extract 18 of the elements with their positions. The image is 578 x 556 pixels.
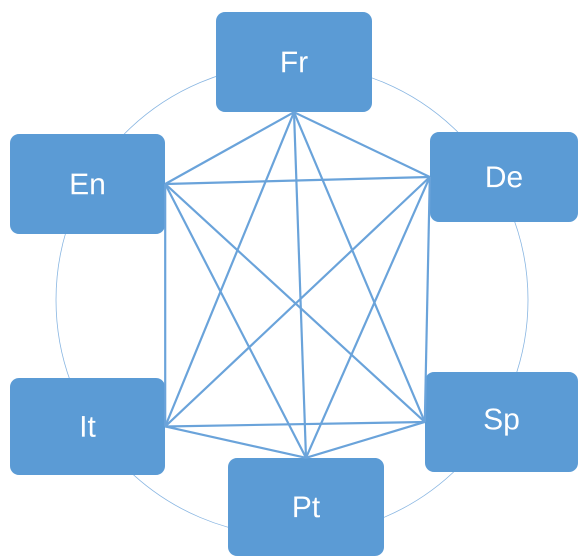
language-box: En — [10, 134, 165, 234]
connector-line — [292, 112, 308, 458]
connector-line — [164, 425, 306, 459]
language-box: De — [430, 132, 578, 222]
connector-line — [165, 176, 430, 186]
connector-line — [164, 184, 166, 426]
connector-line — [424, 176, 431, 422]
connector-line — [305, 176, 431, 458]
language-box: Sp — [425, 372, 578, 472]
language-box: Pt — [228, 458, 384, 556]
language-box: Fr — [216, 12, 372, 112]
connector-line — [294, 111, 430, 178]
connector-line — [164, 111, 295, 185]
connector-line — [293, 112, 426, 422]
connector-line — [165, 420, 425, 428]
connector-line — [306, 420, 426, 459]
language-box: It — [10, 378, 165, 475]
connector-line — [164, 183, 307, 458]
